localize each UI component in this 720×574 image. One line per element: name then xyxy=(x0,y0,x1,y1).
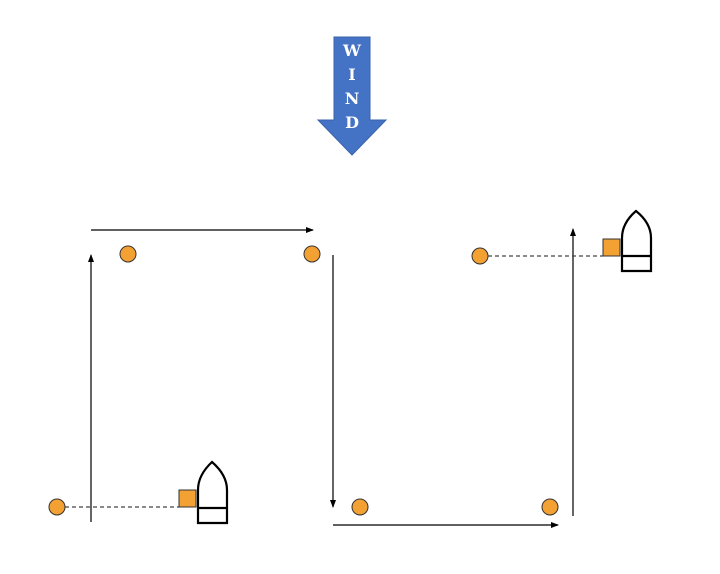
wind-letter-d: D xyxy=(345,113,359,132)
mark-buoy xyxy=(541,498,559,516)
committee-flag-square xyxy=(178,489,197,508)
mark-buoy xyxy=(119,245,137,263)
wind-letter-i: I xyxy=(348,65,355,84)
mark-buoy xyxy=(303,245,321,263)
wind-letter-n: N xyxy=(345,89,360,108)
mark-buoy xyxy=(471,247,489,265)
mark-buoy xyxy=(48,498,66,516)
wind-letter-w: W xyxy=(342,41,362,60)
boat-icon xyxy=(620,209,653,273)
boat-icon xyxy=(196,460,229,525)
committee-flag-square xyxy=(602,238,621,257)
wind-arrow: W I N D xyxy=(316,36,388,156)
mark-buoy xyxy=(351,498,369,516)
